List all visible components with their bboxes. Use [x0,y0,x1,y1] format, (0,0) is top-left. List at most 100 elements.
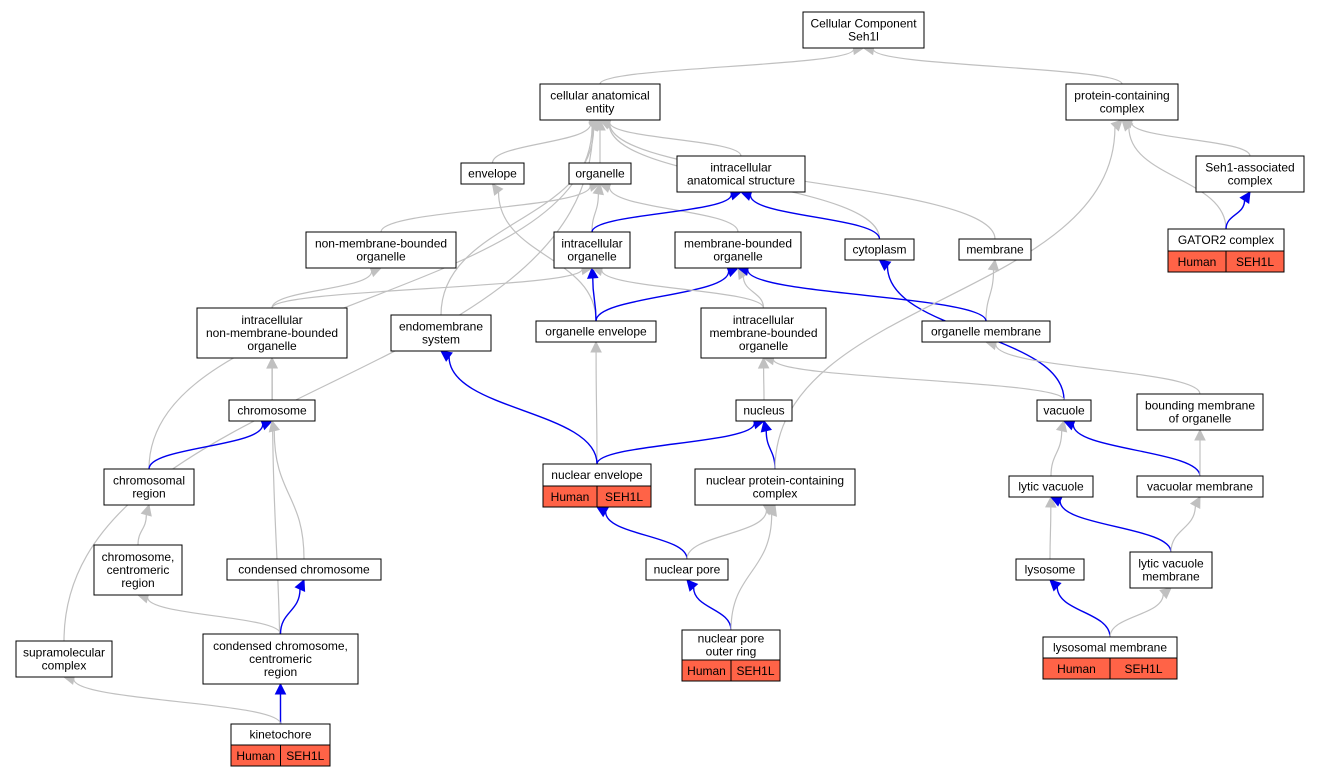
node-label-line: organelle [567,250,617,264]
node-box [202,633,359,685]
node-label-line: lytic vacuole [1138,557,1204,571]
node-label-line: membrane-bounded [684,237,792,251]
node-label-line: membrane [1142,570,1200,584]
node-box [103,468,195,506]
node-label-line: cellular anatomical [550,89,649,103]
node-box [1065,83,1179,121]
node-label-line: complex [1228,174,1273,188]
node-box [921,320,1051,343]
arrowhead [686,579,699,592]
edge-vacuolar-membrane-to-bounding-membrane-of-organelle [1194,428,1206,477]
arrowhead [1239,191,1251,204]
arrowhead [1159,587,1172,600]
edge-lysosome-to-lytic-vacuole [1045,495,1057,560]
node-organelle-envelope[interactable]: organelle envelope [535,320,657,343]
node-label-line: GATOR2 complex [1178,233,1274,247]
species-label: Human [1057,662,1096,676]
gene-label: SEH1L [1236,255,1274,269]
arrowhead [1049,579,1062,592]
edge-nuclear-pore-outer-ring-to-nuclear-protein-containing-complex [730,503,777,631]
arrowhead [491,183,504,196]
node-box [305,231,457,269]
node-cytoplasm[interactable]: cytoplasm [844,238,915,261]
node-box [568,162,632,185]
node-label-line: membrane [966,243,1024,257]
node-chromosome[interactable]: chromosome [228,399,316,422]
edge-chromosomal-region-to-cellular-anatomical-entity [148,119,601,470]
edge-endomembrane-system-to-cellular-anatomical-entity [440,119,601,316]
edge-organelle-envelope-to-intracellular-organelle [586,266,599,322]
node-envelope[interactable]: envelope [460,162,525,185]
node-label-line: organelle membrane [931,325,1041,339]
node-condensed-chromosome[interactable]: condensed chromosome [226,558,382,581]
node-label-line: lysosomal membrane [1053,641,1167,655]
node-box [539,83,661,121]
species-label: Human [687,664,726,678]
node-box [196,307,348,359]
arrowhead [140,503,152,517]
node-box [1136,393,1264,431]
edge-lytic-vacuole-to-vacuole [1050,419,1068,477]
node-label-line: non-membrane-bounded [315,237,447,251]
node-label-line: system [422,333,460,347]
node-vacuole[interactable]: vacuole [1036,399,1092,422]
node-box [676,155,806,193]
edge-protein-containing-complex-to-cc-root [862,43,1123,85]
arrowhead [766,503,777,517]
node-box [1015,558,1085,581]
node-box [958,238,1032,261]
edge-nuclear-protein-containing-complex-to-nucleus [760,419,776,470]
edge-chromosome-centromeric-region-to-chromosomal-region [137,503,152,546]
arrowhead [1110,119,1123,132]
node-box [1195,155,1305,193]
node-label-line: intracellular [733,313,794,327]
node-box [1036,399,1092,422]
node-box [460,162,525,185]
node-intracellular-non-membrane-bounded-organelle[interactable]: intracellularnon-membrane-boundedorganel… [196,307,348,359]
node-membrane[interactable]: membrane [958,238,1032,261]
node-organelle-membrane[interactable]: organelle membrane [921,320,1051,343]
node-label-line: centromeric [249,652,312,666]
arrowhead [268,419,281,433]
node-organelle[interactable]: organelle [568,162,632,185]
node-vacuolar-membrane[interactable]: vacuolar membrane [1136,475,1264,498]
edge-organelle-envelope-to-envelope [491,183,597,322]
node-label-line: lysosome [1025,563,1076,577]
node-nuclear-pore[interactable]: nuclear pore [645,558,729,581]
edge-lytic-vacuole-membrane-to-vacuolar-membrane [1170,496,1201,553]
gene-label: SEH1L [605,490,643,504]
edge-kinetochore-to-condensed-chromosome-centromeric-region [274,682,287,724]
node-lysosome[interactable]: lysosome [1015,558,1085,581]
node-nucleus[interactable]: nucleus [735,399,793,422]
gene-cell [280,744,331,767]
gene-cell [1109,657,1178,680]
node-label-line: endomembrane [399,320,483,334]
node-label-line: organelle [356,250,406,264]
node-box [1129,551,1213,589]
node-lytic-vacuole[interactable]: lytic vacuole [1008,475,1094,498]
edge-nuclear-envelope-to-nucleus [596,417,766,465]
